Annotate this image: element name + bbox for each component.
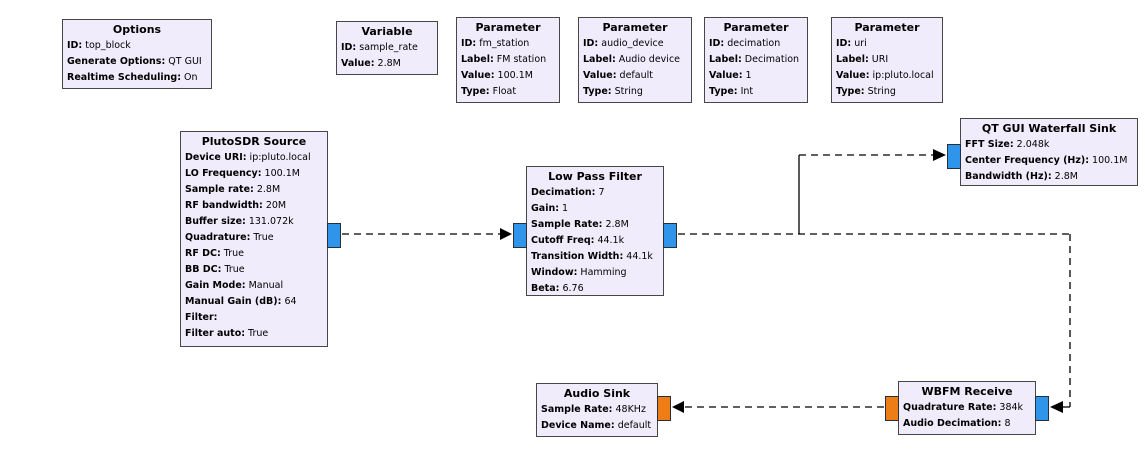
block-title: Variable — [361, 25, 413, 38]
block-title: PlutoSDR Source — [201, 135, 307, 148]
block-title: Parameter — [723, 21, 789, 34]
block-title: WBFM Receive — [921, 385, 1013, 398]
block-param: Type: String — [836, 86, 896, 97]
block-param: ID: decimation — [709, 38, 781, 49]
block-param: Buffer size: 131.072k — [185, 216, 294, 227]
block-param: Sample Rate: 2.8M — [531, 219, 629, 230]
connection-wbfm-to-audio[interactable] — [672, 401, 884, 413]
block-param: ID: uri — [836, 38, 867, 49]
port-out-complex[interactable] — [663, 223, 677, 248]
block-param: Sample Rate: 48KHz — [541, 404, 646, 415]
port-out-complex[interactable] — [327, 223, 341, 248]
block-title: Low Pass Filter — [548, 170, 642, 183]
block-title: Audio Sink — [563, 387, 631, 400]
block-param: Audio Decimation: 8 — [903, 418, 1011, 429]
block-param: LO Frequency: 100.1M — [185, 168, 300, 179]
block-param: Value: default — [583, 70, 653, 81]
block-param: Value: 2.8M — [341, 58, 401, 69]
block-params: Decimation: 7 Gain: 1 Sample Rate: 2.8M Cut… — [531, 185, 659, 297]
block-param: Quadrature: True — [185, 232, 274, 243]
block-param: Label: Audio device — [583, 54, 681, 65]
block-param: ID: audio_device — [583, 38, 664, 49]
block-title: Parameter — [854, 21, 920, 34]
arrowhead-icon — [1050, 401, 1063, 413]
block-param: Realtime Scheduling: On — [67, 72, 198, 83]
block-param: FFT Size: 2.048k — [965, 139, 1050, 150]
port-out-float[interactable] — [885, 396, 899, 421]
block-title: Parameter — [475, 21, 541, 34]
connection-lpf-to-wbfm[interactable] — [678, 233, 1071, 413]
port-in-complex[interactable] — [513, 223, 527, 248]
block-param: Bandwidth (Hz): 2.8M — [965, 171, 1078, 182]
block-param: Gain Mode: Manual — [185, 280, 284, 291]
block-param: ID: fm_station — [461, 38, 530, 49]
block-param: Value: 1 — [709, 70, 752, 81]
block-low-pass-filter[interactable]: Low Pass Filter Decimation: 7 Gain: 1 Samp… — [513, 166, 677, 297]
block-param: Value: ip:pluto.local — [836, 70, 934, 81]
block-param: Label: Decimation — [709, 54, 800, 65]
block-param: RF bandwidth: 20M — [185, 200, 287, 211]
block-param: Transition Width: 44.1k — [531, 251, 653, 262]
block-param: Window: Hamming — [531, 267, 627, 278]
block-plutosdr-source[interactable]: PlutoSDR Source Device URI: ip:pluto.loc… — [180, 131, 341, 347]
block-title: Options — [112, 23, 162, 36]
block-param: Type: Float — [461, 86, 517, 97]
block-param: Filter auto: True — [185, 328, 269, 339]
block-param: Label: URI — [836, 54, 889, 65]
block-param: Value: 100.1M — [461, 70, 533, 81]
block-param: ID: sample_rate — [341, 42, 418, 53]
block-param: Sample rate: 2.8M — [185, 184, 281, 195]
block-param: Type: String — [583, 86, 643, 97]
arrowhead-icon — [500, 228, 512, 240]
block-param: BB DC: True — [185, 264, 245, 275]
block-param: Center Frequency (Hz): 100.1M — [965, 155, 1128, 166]
port-in-float[interactable] — [657, 396, 671, 421]
block-param: Manual Gain (dB): 64 — [185, 296, 297, 307]
block-param: Device URI: ip:pluto.local — [185, 152, 311, 163]
block-title: QT GUI Waterfall Sink — [981, 122, 1117, 135]
block-param: Gain: 1 — [531, 203, 569, 214]
block-params: Device URI: ip:pluto.local LO Frequency: … — [185, 150, 323, 342]
connection-source-to-lpf[interactable] — [342, 228, 512, 240]
arrowhead-icon — [933, 149, 946, 161]
arrowhead-icon — [672, 401, 684, 413]
block-param: ID: top_block — [67, 40, 131, 51]
block-param: RF DC: True — [185, 248, 244, 259]
block-param: Filter: — [185, 312, 218, 323]
block-param: Cutoff Freq: 44.1k — [531, 235, 625, 246]
block-param: Device Name: default — [541, 420, 652, 431]
block-param: Label: FM station — [461, 54, 547, 65]
block-title: Parameter — [602, 21, 668, 34]
block-param: Decimation: 7 — [531, 187, 605, 198]
connection-lpf-to-waterfall[interactable] — [798, 149, 946, 234]
block-param: Beta: 6.76 — [531, 283, 584, 294]
block-param: Quadrature Rate: 384k — [903, 402, 1024, 413]
port-in-complex[interactable] — [1035, 396, 1049, 421]
block-param: Generate Options: QT GUI — [67, 56, 202, 67]
block-param: Type: Int — [709, 86, 754, 97]
port-in-complex[interactable] — [947, 144, 961, 169]
